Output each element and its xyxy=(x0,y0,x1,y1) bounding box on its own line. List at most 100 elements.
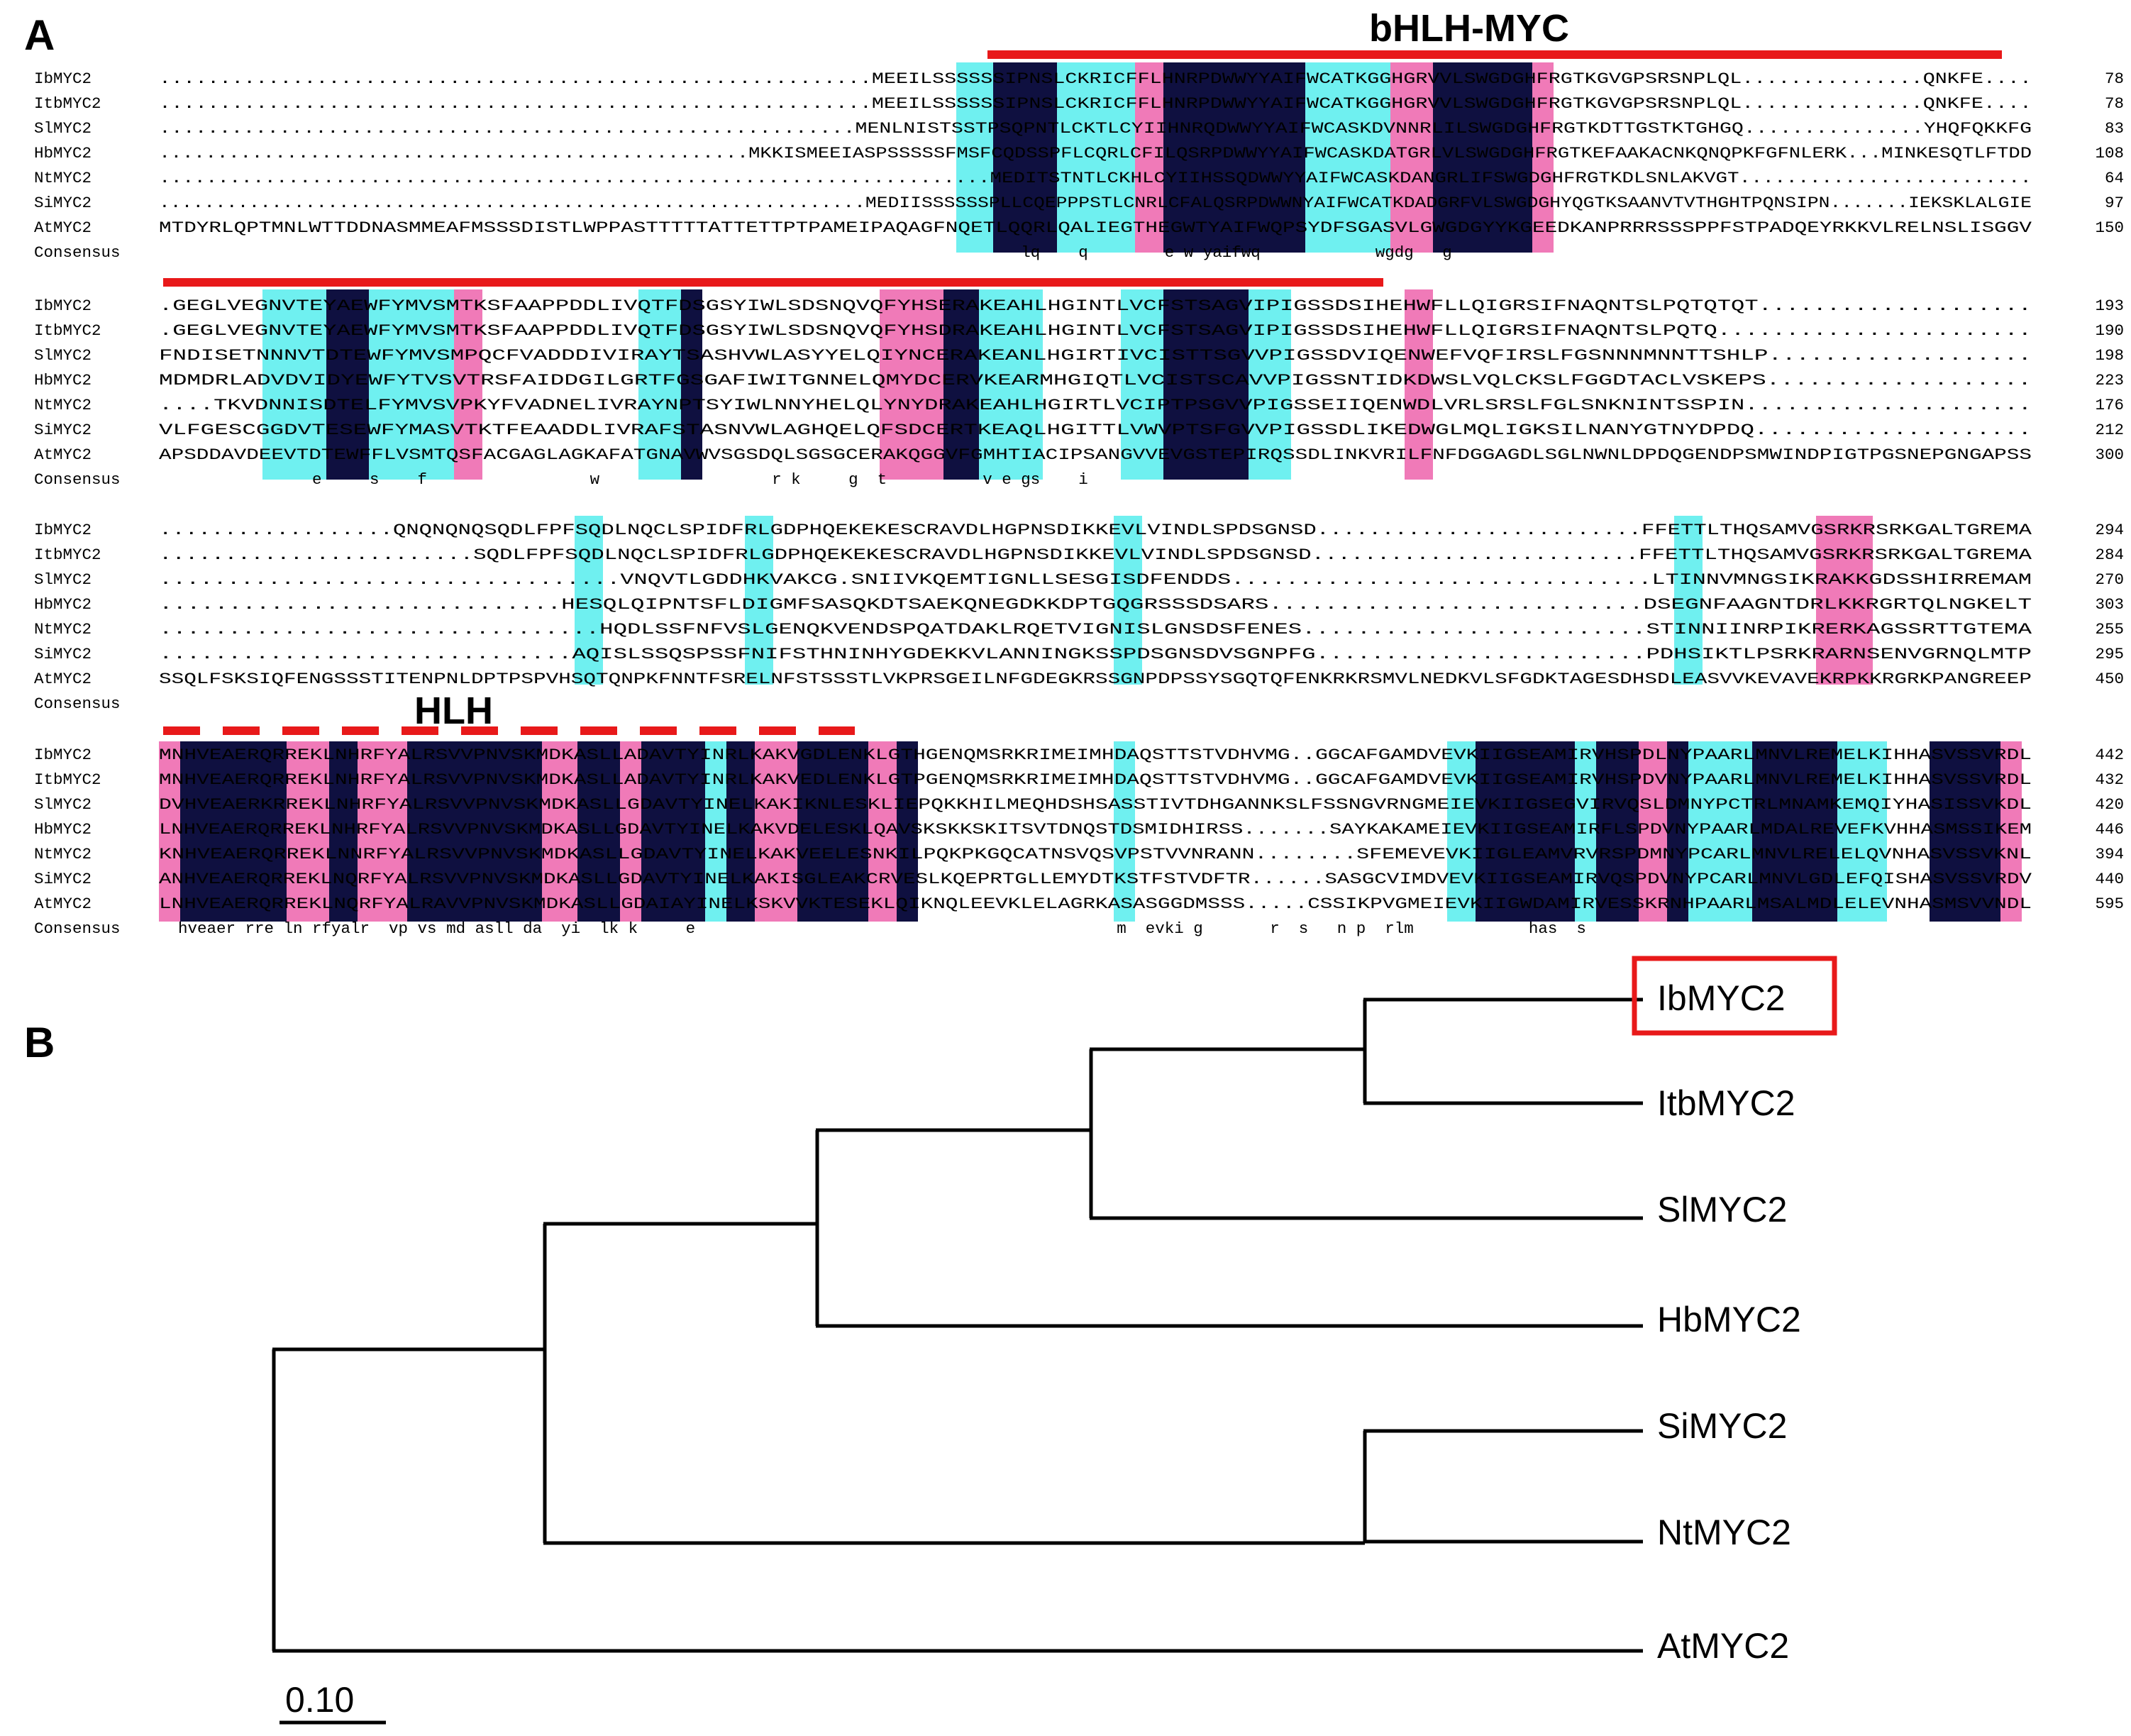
seq-name: ItbMYC2 xyxy=(34,770,101,789)
shade-pink xyxy=(1816,516,1873,685)
alignment-block-4: IbMYC2 MNHVEAERQRREKLNHRFYALRSVVPNVSKMDK… xyxy=(34,746,2124,938)
seq-line: FNDISETNNNVTDTEWFYMVSMPQCFVADDDIVIRAYTSA… xyxy=(159,346,2032,365)
seq-line: LNHVEAERQRREKLNHRFYALRSVVPNVSKMDKASLLGDA… xyxy=(159,820,2032,839)
shade-dark xyxy=(180,741,287,922)
seq-position: 446 xyxy=(2095,820,2124,839)
seq-line: ........................SQDLFPFSQDLNQCLS… xyxy=(159,546,2032,564)
seq-position: 284 xyxy=(2095,546,2124,564)
seq-position: 303 xyxy=(2095,595,2124,614)
seq-position: 190 xyxy=(2095,321,2124,340)
shade-cyan xyxy=(1305,62,1390,253)
seq-position: 97 xyxy=(2105,194,2124,212)
shade-cyan xyxy=(1114,741,1135,922)
alignment-block-3: IbMYC2 ..................QNQNQNQSQDLFPFS… xyxy=(34,521,2124,713)
seq-line: ........................................… xyxy=(159,144,2032,162)
seq-line: ANHVEAERQRREKLNQRFYALRSVVPNVSKMDKASLLGDA… xyxy=(159,870,2032,888)
seq-line: ................................HQDLSSFN… xyxy=(159,620,2032,638)
seq-line: ........................................… xyxy=(159,194,2032,212)
scale-bar-label: 0.10 xyxy=(285,1680,354,1720)
shade-cyan xyxy=(575,516,603,685)
shade-dark xyxy=(1163,62,1305,253)
leaf-label-ntmyc2: NtMYC2 xyxy=(1657,1513,1791,1552)
shade-dark xyxy=(943,289,979,480)
shade-dark xyxy=(897,741,918,922)
highlight-box xyxy=(1632,956,1837,1036)
seq-position: 223 xyxy=(2095,371,2124,389)
seq-name: IbMYC2 xyxy=(34,70,92,88)
seq-line: MNHVEAERQRREKLNHRFYALRSVVPNVSKMDKASLLADA… xyxy=(159,746,2032,764)
shade-cyan xyxy=(956,62,993,253)
seq-position: 78 xyxy=(2105,94,2124,113)
shade-dark xyxy=(329,741,358,922)
shade-cyan xyxy=(1114,516,1142,685)
conservation-shading xyxy=(159,62,2022,922)
seq-line: ........................................… xyxy=(159,119,2032,138)
leaf-label-ibmyc2: IbMYC2 xyxy=(1657,978,1786,1018)
bhlh-domain-label: bHLH-MYC xyxy=(1369,7,1569,50)
shade-cyan xyxy=(262,289,326,480)
shade-pink xyxy=(880,289,943,480)
alignment-block-1: IbMYC2 .................................… xyxy=(34,70,2124,262)
seq-name: IbMYC2 xyxy=(34,746,92,764)
seq-line: ..................................VNQVTL… xyxy=(159,570,2032,589)
seq-line: .............................HESQLQIPNTS… xyxy=(159,595,2032,614)
seq-position: 442 xyxy=(2095,746,2124,764)
consensus-line: lq q e w yaifwq wgdg g xyxy=(159,243,1452,262)
shade-pink xyxy=(755,741,797,922)
shade-cyan xyxy=(1837,741,1887,922)
seq-line: .GEGLVEGNVTEYAEWFYMVSMTKSFAAPPDDLIVQTFDS… xyxy=(159,321,2032,340)
shade-dark xyxy=(641,741,705,922)
seq-position: 432 xyxy=(2095,770,2124,789)
seq-name: AtMYC2 xyxy=(34,895,92,913)
leaf-label-itbmyc2: ItbMYC2 xyxy=(1657,1083,1795,1123)
seq-name: NtMYC2 xyxy=(34,845,92,863)
seq-name: IbMYC2 xyxy=(34,521,92,539)
seq-name: HbMYC2 xyxy=(34,595,92,614)
seq-position: 440 xyxy=(2095,870,2124,888)
shade-dark xyxy=(577,741,620,922)
seq-name: AtMYC2 xyxy=(34,219,92,237)
shade-cyan xyxy=(745,516,773,685)
seq-name: SiMYC2 xyxy=(34,421,92,439)
shade-dark xyxy=(1433,62,1532,253)
leaf-label-hbmyc2: HbMYC2 xyxy=(1657,1300,1801,1339)
shade-dark xyxy=(681,289,702,480)
shade-pink xyxy=(1639,741,1667,922)
seq-name: NtMYC2 xyxy=(34,169,92,187)
leaf-label-atmyc2: AtMYC2 xyxy=(1657,1626,1789,1666)
shade-pink xyxy=(454,289,482,480)
shade-cyan xyxy=(1249,289,1291,480)
seq-line: SSQLFSKSIQFENGSSSTITENPNLDPTPSPVHSQTQNPK… xyxy=(159,670,2032,688)
seq-position: 294 xyxy=(2095,521,2124,539)
shade-cyan xyxy=(1575,741,1596,922)
seq-line: KNHVEAERQRREKLNNRFYALRSVVPNVSKMDKASLLGDA… xyxy=(159,845,2032,863)
shade-cyan xyxy=(369,289,454,480)
seq-position: 595 xyxy=(2095,895,2124,913)
seq-position: 420 xyxy=(2095,795,2124,814)
shade-dark xyxy=(407,741,542,922)
seq-position: 212 xyxy=(2095,421,2124,439)
shade-dark xyxy=(1596,741,1639,922)
seq-line: ........................................… xyxy=(159,94,2032,113)
shade-cyan xyxy=(1121,289,1163,480)
shade-cyan xyxy=(979,289,1043,480)
shade-pink xyxy=(287,741,329,922)
seq-position: 64 xyxy=(2105,169,2124,187)
seq-position: 255 xyxy=(2095,620,2124,638)
shade-cyan xyxy=(1057,62,1135,253)
consensus-line: hveaer rre ln rfyalr vp vs md asll da yi… xyxy=(159,919,1586,938)
shade-dark xyxy=(1930,741,2000,922)
seq-name: HbMYC2 xyxy=(34,820,92,839)
leaf-label-slmyc2: SlMYC2 xyxy=(1657,1190,1787,1229)
seq-position: 270 xyxy=(2095,570,2124,589)
consensus-label: Consensus xyxy=(34,695,121,713)
seq-position: 198 xyxy=(2095,346,2124,365)
shade-cyan xyxy=(638,289,681,480)
seq-name: SlMYC2 xyxy=(34,346,92,365)
seq-line: ....TKVDNNISDTELFYMVSVPKYFVADNELIVRAYNPT… xyxy=(159,396,2032,414)
seq-line: VLFGESCGGDVTESEWFYMASVTKTFEAADDLIVRAFSTA… xyxy=(159,421,2032,439)
shade-cyan xyxy=(1447,741,1476,922)
seq-position: 176 xyxy=(2095,396,2124,414)
seq-line: MNHVEAERQRREKLNHRFYALRSVVPNVSKMDKASLLADA… xyxy=(159,770,2032,789)
